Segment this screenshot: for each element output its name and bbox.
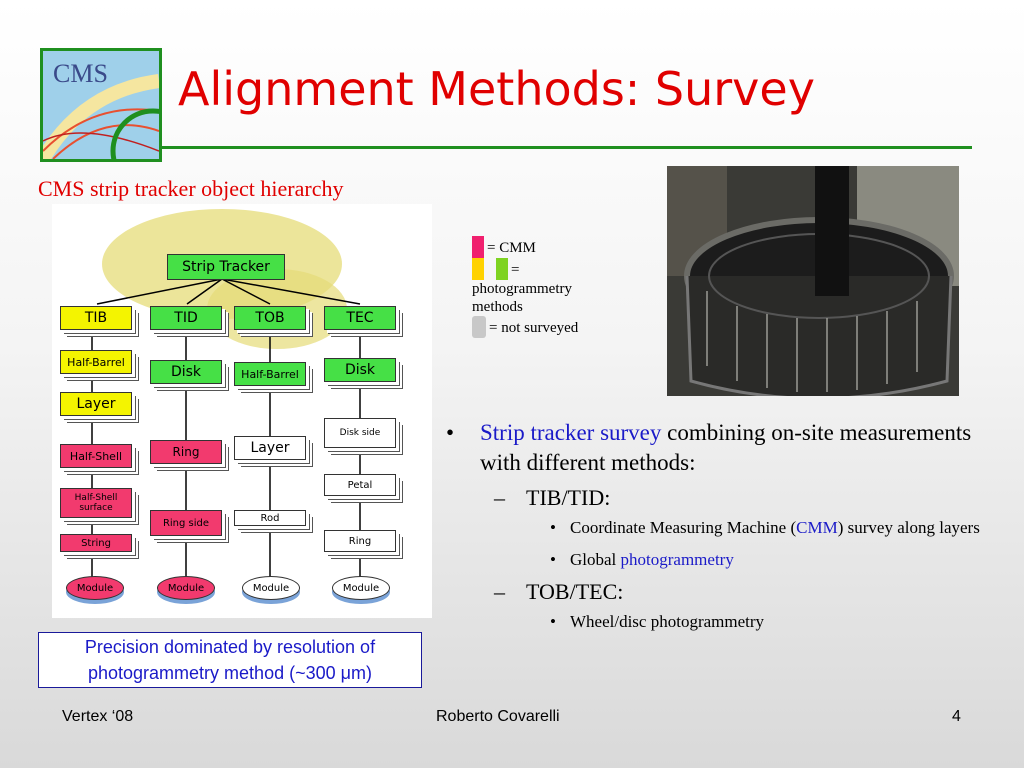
tib-layer-box: Layer: [60, 392, 132, 416]
precision-line2: photogrammetry method (~300 μm): [88, 663, 372, 683]
bullet-tib-tid-text: TIB/TID:: [526, 485, 611, 510]
tib-half-shell-surface-box: Half-Shell surface: [60, 488, 132, 518]
bullet-dot: •: [446, 420, 455, 445]
tec-disk-box: Disk: [324, 358, 396, 382]
legend-photogrammetry-label: = photogrammetry methods: [472, 262, 572, 315]
photo-yellow-swatch: [472, 258, 484, 280]
page-number: 4: [952, 708, 961, 725]
tid-module-ellipse: Module: [157, 576, 215, 600]
bullet-main-text: combining on-site measurements with diff…: [480, 420, 972, 475]
hierarchy-diagram: Strip Tracker TIB Half-Barrel Layer Half…: [52, 204, 432, 618]
bullet-tob-tec: –TOB/TEC:: [446, 578, 986, 606]
tid-disk-box: Disk: [150, 360, 222, 384]
photo-green-swatch: [496, 258, 508, 280]
cmm-highlight: CMM: [796, 518, 838, 537]
legend-not-surveyed-label: = not surveyed: [489, 320, 579, 336]
cmm-swatch: [472, 236, 484, 258]
tob-rod-box: Rod: [234, 510, 306, 526]
cms-logo: CMS: [40, 48, 162, 162]
bullet-dot: •: [550, 518, 556, 537]
footer-left: Vertex ‘08: [62, 708, 134, 725]
logo-text: CMS: [53, 59, 108, 88]
bullet-wheel: • Wheel/disc photogrammetry: [446, 610, 986, 634]
color-legend: = CMM = photogrammetry methods = not sur…: [472, 236, 642, 338]
tib-module-ellipse: Module: [66, 576, 124, 600]
tec-box: TEC: [324, 306, 396, 330]
bullet-global: • Global photogrammetry: [446, 548, 986, 572]
tec-ring-box: Ring: [324, 530, 396, 552]
tob-module-ellipse: Module: [242, 576, 300, 600]
tid-ring-side-box: Ring side: [150, 510, 222, 536]
bullet-main: • Strip tracker survey combining on-site …: [446, 418, 986, 478]
tob-half-barrel-box: Half-Barrel: [234, 362, 306, 386]
footer-author: Roberto Covarelli: [436, 708, 560, 725]
bullet-tib-tid: –TIB/TID:: [446, 484, 986, 512]
dash-marker: –: [494, 485, 505, 510]
tib-string-box: String: [60, 534, 132, 552]
legend-cmm-label: = CMM: [487, 240, 536, 256]
bullet-tob-tec-text: TOB/TEC:: [526, 579, 624, 604]
tid-ring-box: Ring: [150, 440, 222, 464]
bullet-dot: •: [550, 612, 556, 631]
cms-logo-icon: [43, 51, 159, 159]
tob-box: TOB: [234, 306, 306, 330]
tec-petal-box: Petal: [324, 474, 396, 496]
bullet-cmm: • Coordinate Measuring Machine (CMM) surv…: [446, 516, 986, 540]
legend-not-surveyed: = not surveyed: [472, 316, 642, 338]
tid-box: TID: [150, 306, 222, 330]
bullet-cmm-pre: Coordinate Measuring Machine (: [570, 518, 797, 537]
bullet-global-pre: Global: [570, 550, 621, 569]
tec-module-ellipse: Module: [332, 576, 390, 600]
strip-tracker-box: Strip Tracker: [167, 254, 285, 280]
title-divider: [160, 146, 972, 149]
tib-half-shell-box: Half-Shell: [60, 444, 132, 468]
photogrammetry-highlight: photogrammetry: [620, 550, 734, 569]
bullet-wheel-text: Wheel/disc photogrammetry: [570, 612, 765, 631]
bullet-cmm-post: ) survey along layers: [837, 518, 980, 537]
precision-line1: Precision dominated by resolution of: [84, 637, 376, 657]
not-surveyed-swatch: [472, 316, 486, 338]
tec-disk-side-box: Disk side: [324, 418, 396, 448]
bullet-dot: •: [550, 550, 556, 569]
tracker-barrel-image: [667, 166, 959, 396]
tib-half-barrel-box: Half-Barrel: [60, 350, 132, 374]
tob-layer-box: Layer: [234, 436, 306, 460]
precision-note: Precision dominated by resolution of pho…: [38, 632, 422, 688]
dash-marker: –: [494, 579, 505, 604]
slide-title: Alignment Methods: Survey: [178, 62, 815, 116]
bullet-list: • Strip tracker survey combining on-site …: [446, 418, 986, 634]
tib-box: TIB: [60, 306, 132, 330]
legend-photogrammetry: = photogrammetry methods: [472, 258, 622, 316]
tracker-photo: [667, 166, 959, 396]
hierarchy-caption: CMS strip tracker object hierarchy: [38, 176, 344, 201]
strip-survey-highlight: Strip tracker survey: [480, 420, 662, 445]
legend-cmm: = CMM: [472, 236, 642, 258]
